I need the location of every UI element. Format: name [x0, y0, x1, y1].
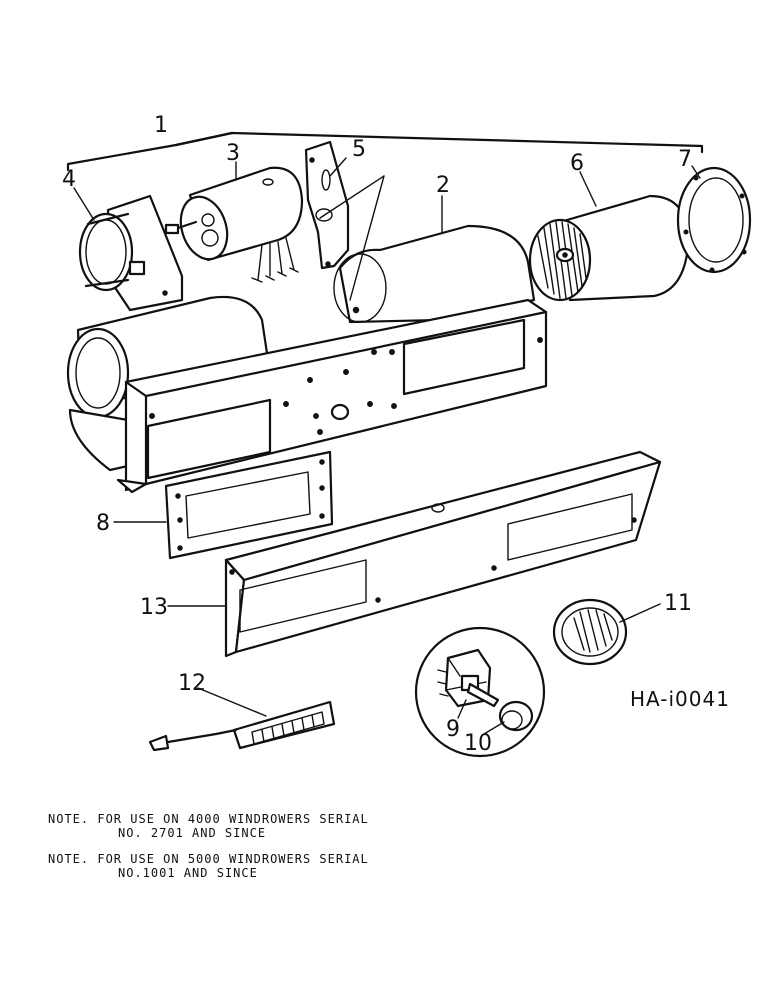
assembly-bracket-line — [66, 131, 704, 172]
part-13-front-panel — [224, 450, 662, 658]
callout-4: 4 — [62, 167, 76, 192]
drawing-code: HA-i0041 — [630, 687, 730, 711]
part-9-switch — [437, 648, 500, 708]
callout-10: 10 — [464, 731, 492, 756]
callout-1: 1 — [154, 113, 168, 138]
callout-8: 8 — [96, 511, 110, 536]
part-2-blower-housing — [66, 224, 548, 494]
part-3-motor — [164, 166, 304, 283]
callout-12: 12 — [178, 671, 206, 696]
note-1-line-1: NOTE. FOR USE ON 4000 WINDROWERS SERIAL — [48, 812, 369, 826]
part-10-knob — [498, 700, 534, 732]
part-8-gasket — [164, 450, 334, 560]
leader-lines — [73, 157, 701, 735]
callout-labels: 1 2 3 4 5 6 7 8 9 10 11 12 13 — [62, 113, 692, 756]
callout-11: 11 — [664, 591, 692, 616]
part-4-inlet-ring — [78, 194, 184, 312]
part-5-motor-bracket — [304, 140, 350, 270]
callout-3: 3 — [226, 141, 240, 166]
callout-5: 5 — [352, 137, 366, 162]
callout-6: 6 — [570, 151, 584, 176]
part-12-resistor — [148, 700, 336, 752]
part-6-blower-wheel — [528, 194, 690, 302]
part-11-louver-vent — [552, 598, 628, 666]
note-2-line-1: NOTE. FOR USE ON 5000 WINDROWERS SERIAL — [48, 852, 369, 866]
callout-7: 7 — [678, 147, 692, 172]
note-2-line-2: NO.1001 AND SINCE — [118, 866, 258, 880]
callout-13: 13 — [140, 595, 168, 620]
callout-9: 9 — [446, 717, 460, 742]
callout-2: 2 — [436, 173, 450, 198]
note-1-line-2: NO. 2701 AND SINCE — [118, 826, 267, 840]
part-7-retaining-ring — [676, 166, 752, 274]
